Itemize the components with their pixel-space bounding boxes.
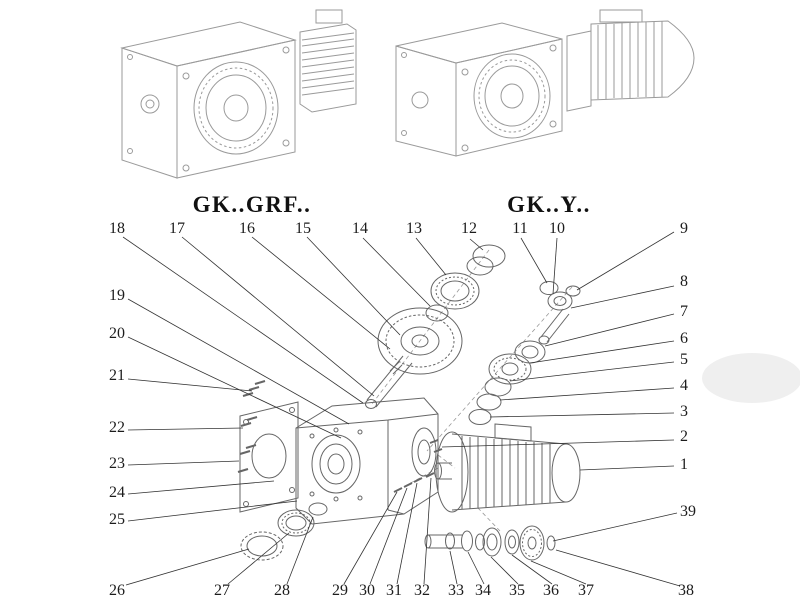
cover-bearing-set bbox=[240, 502, 328, 561]
gearbox-y-drawing bbox=[395, 9, 695, 157]
callout-31: 31 bbox=[386, 582, 402, 599]
callout-15: 15 bbox=[295, 220, 311, 237]
callout-9: 9 bbox=[680, 220, 688, 237]
output-shaft-assembly bbox=[424, 525, 556, 561]
exploded-view bbox=[237, 244, 581, 561]
gearbox-grf-drawing bbox=[120, 9, 357, 179]
callout-2: 2 bbox=[680, 428, 688, 445]
watermark-smudge bbox=[702, 353, 800, 403]
callout-4: 4 bbox=[680, 377, 688, 394]
callout-36: 36 bbox=[543, 582, 559, 599]
callout-11: 11 bbox=[512, 220, 528, 237]
variant-title-grf: GK..GRF.. bbox=[192, 192, 312, 217]
callout-34: 34 bbox=[475, 582, 491, 599]
callout-39: 39 bbox=[680, 503, 696, 520]
callout-18: 18 bbox=[109, 220, 125, 237]
output-gear-stack bbox=[365, 244, 506, 409]
callout-1: 1 bbox=[680, 456, 688, 473]
callout-10: 10 bbox=[549, 220, 565, 237]
callout-37: 37 bbox=[578, 582, 594, 599]
callout-24: 24 bbox=[109, 484, 125, 501]
callout-3: 3 bbox=[680, 403, 688, 420]
leader-lines bbox=[122, 231, 681, 587]
callout-14: 14 bbox=[352, 220, 368, 237]
callout-7: 7 bbox=[680, 303, 688, 320]
callout-17: 17 bbox=[169, 220, 185, 237]
input-shaft-stack bbox=[468, 281, 581, 425]
gear-housing bbox=[295, 397, 439, 525]
callout-20: 20 bbox=[109, 325, 125, 342]
callout-26: 26 bbox=[109, 582, 125, 599]
callout-32: 32 bbox=[414, 582, 430, 599]
callout-38: 38 bbox=[678, 582, 694, 599]
callout-23: 23 bbox=[109, 455, 125, 472]
callout-21: 21 bbox=[109, 367, 125, 384]
callout-16: 16 bbox=[239, 220, 255, 237]
motor bbox=[434, 423, 581, 513]
callout-12: 12 bbox=[461, 220, 477, 237]
callout-30: 30 bbox=[359, 582, 375, 599]
callout-19: 19 bbox=[109, 287, 125, 304]
variant-title-y: GK..Y.. bbox=[507, 192, 591, 217]
flange-bolts bbox=[237, 380, 266, 473]
callout-5: 5 bbox=[680, 351, 688, 368]
callout-29: 29 bbox=[332, 582, 348, 599]
callout-27: 27 bbox=[214, 582, 230, 599]
callout-13: 13 bbox=[406, 220, 422, 237]
callout-8: 8 bbox=[680, 273, 688, 290]
callout-28: 28 bbox=[274, 582, 290, 599]
callout-25: 25 bbox=[109, 511, 125, 528]
callout-6: 6 bbox=[680, 330, 688, 347]
callout-35: 35 bbox=[509, 582, 525, 599]
callout-33: 33 bbox=[448, 582, 464, 599]
callout-22: 22 bbox=[109, 419, 125, 436]
